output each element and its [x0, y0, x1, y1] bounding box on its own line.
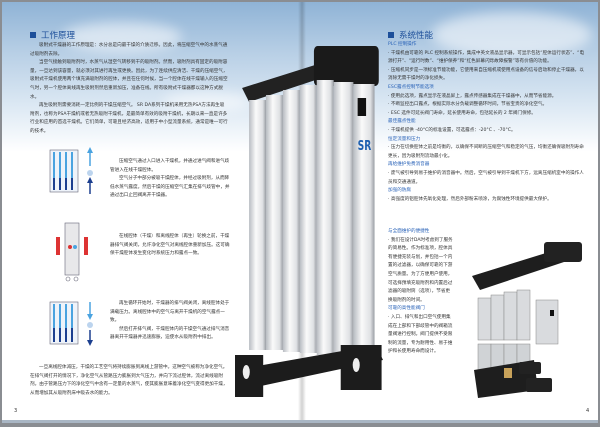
exploded-view-image [472, 242, 582, 398]
diagram-regeneration-step [49, 301, 93, 346]
service-section: 与全面维护的便捷性 · 我们在设计DA时考虑到了服务的简易性。作为标准项，腔体具… [388, 229, 453, 355]
diagram-drying-step [49, 147, 93, 194]
control-panel [357, 98, 367, 116]
product-logo: SR [358, 138, 372, 153]
bottom-rule [2, 420, 598, 423]
diagram-repressurize-step [56, 222, 88, 282]
left-page-title: 工作原理 [30, 29, 75, 41]
page-number-left: 3 [14, 408, 18, 414]
performance-sections: PLC 控制操作 · 干燥机由可靠的 PLC 控制系统操作，集成中英文液晶显示器… [388, 42, 585, 202]
closing-text: 一旦离线腔体减压，干燥的工艺空气将持续膨胀到离线上游管中。这种空气被称为净化空气… [30, 365, 228, 396]
title-square-icon [30, 32, 36, 38]
page-number-right: 4 [586, 408, 590, 414]
intro-text: 吸附式干燥器的工作原理是：水分总是向最干燥的介质迁移。因此，将压缩空气中的水蒸气… [30, 43, 228, 134]
step-1-text: 压缩空气通过入口进入干燥机，并通过进气阀和进气歧管进入在线干燥腔体。 空气分子中… [110, 159, 230, 199]
step-2-text: 在线腔体（干燥）和离线腔体（再生）轮换之前，干燥器排气阀关闭，允许净化空气对离线… [110, 234, 230, 257]
step-3-text: 再生循环开始时，干燥器的排气阀关闭，离线腔体处于满载压力。离线腔体中的空气与离开… [110, 301, 230, 341]
right-page-title: 系统性能 [388, 29, 433, 41]
title-square-icon [388, 32, 394, 38]
brochure-spread: 工作原理 吸附式干燥器的工作原理是：水分总是向最干燥的介质迁移。因此，将压缩空气… [2, 2, 598, 423]
product-dryer-image: SR [235, 46, 383, 397]
